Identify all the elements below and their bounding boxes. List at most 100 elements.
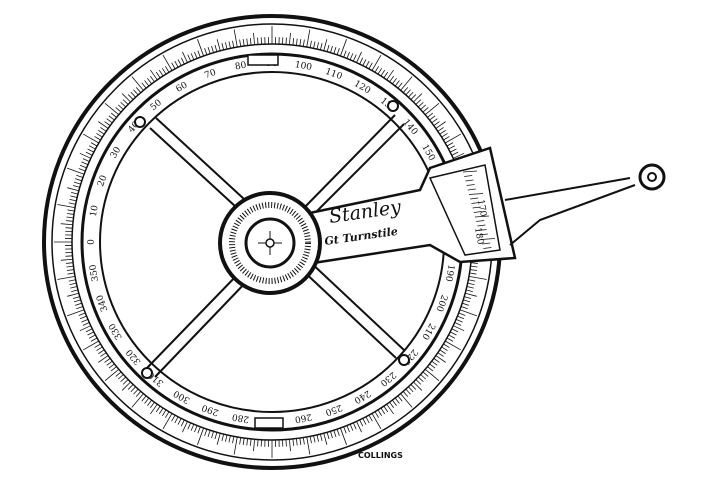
degree-tick (392, 78, 397, 85)
vernier-tick (477, 224, 486, 227)
degree-tick (389, 75, 394, 83)
degree-tick (437, 127, 444, 132)
degree-tick (144, 397, 150, 404)
degree-tick (246, 38, 249, 46)
degree-tick (422, 371, 429, 377)
degree-tick (82, 158, 90, 162)
degree-tick (155, 405, 161, 413)
degree-tick (465, 292, 477, 297)
degree-tick (190, 424, 195, 431)
degree-tick (377, 409, 383, 417)
degree-tick (427, 366, 434, 372)
degree-tick (435, 355, 446, 363)
degree-tick (100, 127, 107, 132)
degree-tick (249, 38, 252, 46)
degree-tick (130, 91, 136, 98)
degree-tick (67, 309, 85, 317)
degree-tick (424, 368, 440, 382)
degree-tick (98, 121, 109, 129)
degree-tick (158, 69, 164, 77)
radial-arm (298, 146, 666, 267)
degree-tick (68, 279, 76, 282)
degree-tick (89, 334, 96, 339)
degree-tick (441, 346, 448, 351)
degree-tick (180, 57, 185, 65)
vernier-tick (465, 179, 474, 182)
degree-tick (70, 195, 78, 198)
degree-tick (323, 433, 328, 445)
degree-tick (368, 62, 373, 70)
degree-tick (221, 43, 225, 50)
degree-tick (78, 168, 86, 172)
degree-tick (309, 40, 312, 48)
degree-tick (83, 340, 99, 351)
degree-tick (446, 337, 454, 342)
screw-holes (134, 100, 410, 379)
degree-tick (144, 80, 150, 87)
degree-tick (402, 391, 409, 397)
degree-tick (182, 421, 188, 433)
vernier-tick (476, 220, 485, 222)
degree-tick (455, 318, 463, 323)
degree-tick (316, 434, 319, 442)
degree-label: 190 (443, 264, 456, 283)
degree-tick (427, 112, 434, 118)
degree-tick (89, 145, 96, 150)
degree-tick (150, 75, 155, 83)
index-marks (247, 54, 284, 429)
degree-tick (306, 436, 311, 455)
vernier-tick (471, 202, 480, 204)
degree-tick (165, 411, 170, 418)
degree-tick (383, 405, 389, 413)
degree-tick (197, 39, 204, 57)
degree-tick (228, 41, 231, 49)
degree-tick (413, 93, 423, 103)
degree-tick (453, 152, 465, 159)
degree-tick (90, 337, 98, 342)
degree-tick (313, 435, 316, 443)
vernier-tick (470, 197, 479, 200)
degree-tick (76, 174, 84, 178)
degree-tick (85, 328, 93, 333)
degree-tick (448, 334, 455, 339)
degree-tick (394, 80, 400, 87)
degree-tick (289, 32, 291, 45)
degree-tick (204, 429, 208, 436)
vernier-tick (473, 211, 482, 213)
degree-tick (362, 59, 367, 66)
degree-tick (232, 436, 235, 444)
degree-tick (420, 374, 427, 380)
degree-tick (121, 381, 131, 391)
degree-tick (228, 435, 231, 443)
degree-tick (410, 94, 417, 100)
degree-label: 260 (294, 411, 313, 424)
degree-tick (79, 152, 91, 159)
degree-tick (349, 53, 354, 60)
degree-tick (429, 363, 436, 369)
degree-tick (340, 427, 347, 445)
degree-label: 100 (294, 60, 313, 73)
degree-tick (79, 315, 87, 320)
degree-tick (292, 38, 295, 46)
degree-tick (225, 434, 228, 442)
degree-tick (306, 29, 311, 48)
degree-tick (356, 421, 362, 433)
degree-tick (150, 69, 158, 81)
degree-tick (70, 286, 78, 289)
degree-tick (141, 82, 147, 89)
degree-label: 350 (88, 263, 101, 282)
degree-tick (465, 289, 473, 292)
degree-tick (374, 411, 379, 418)
degree-tick (239, 437, 242, 445)
degree-tick (87, 331, 94, 336)
degree-tick (147, 78, 152, 85)
degree-tick (104, 121, 111, 126)
degree-tick (365, 60, 370, 68)
degree-tick (435, 121, 446, 129)
degree-tick (165, 66, 170, 73)
degree-tick (439, 349, 446, 354)
degree-tick (299, 438, 302, 445)
degree-tick (400, 393, 413, 408)
degree-tick (87, 148, 94, 153)
degree-tick (458, 312, 466, 316)
